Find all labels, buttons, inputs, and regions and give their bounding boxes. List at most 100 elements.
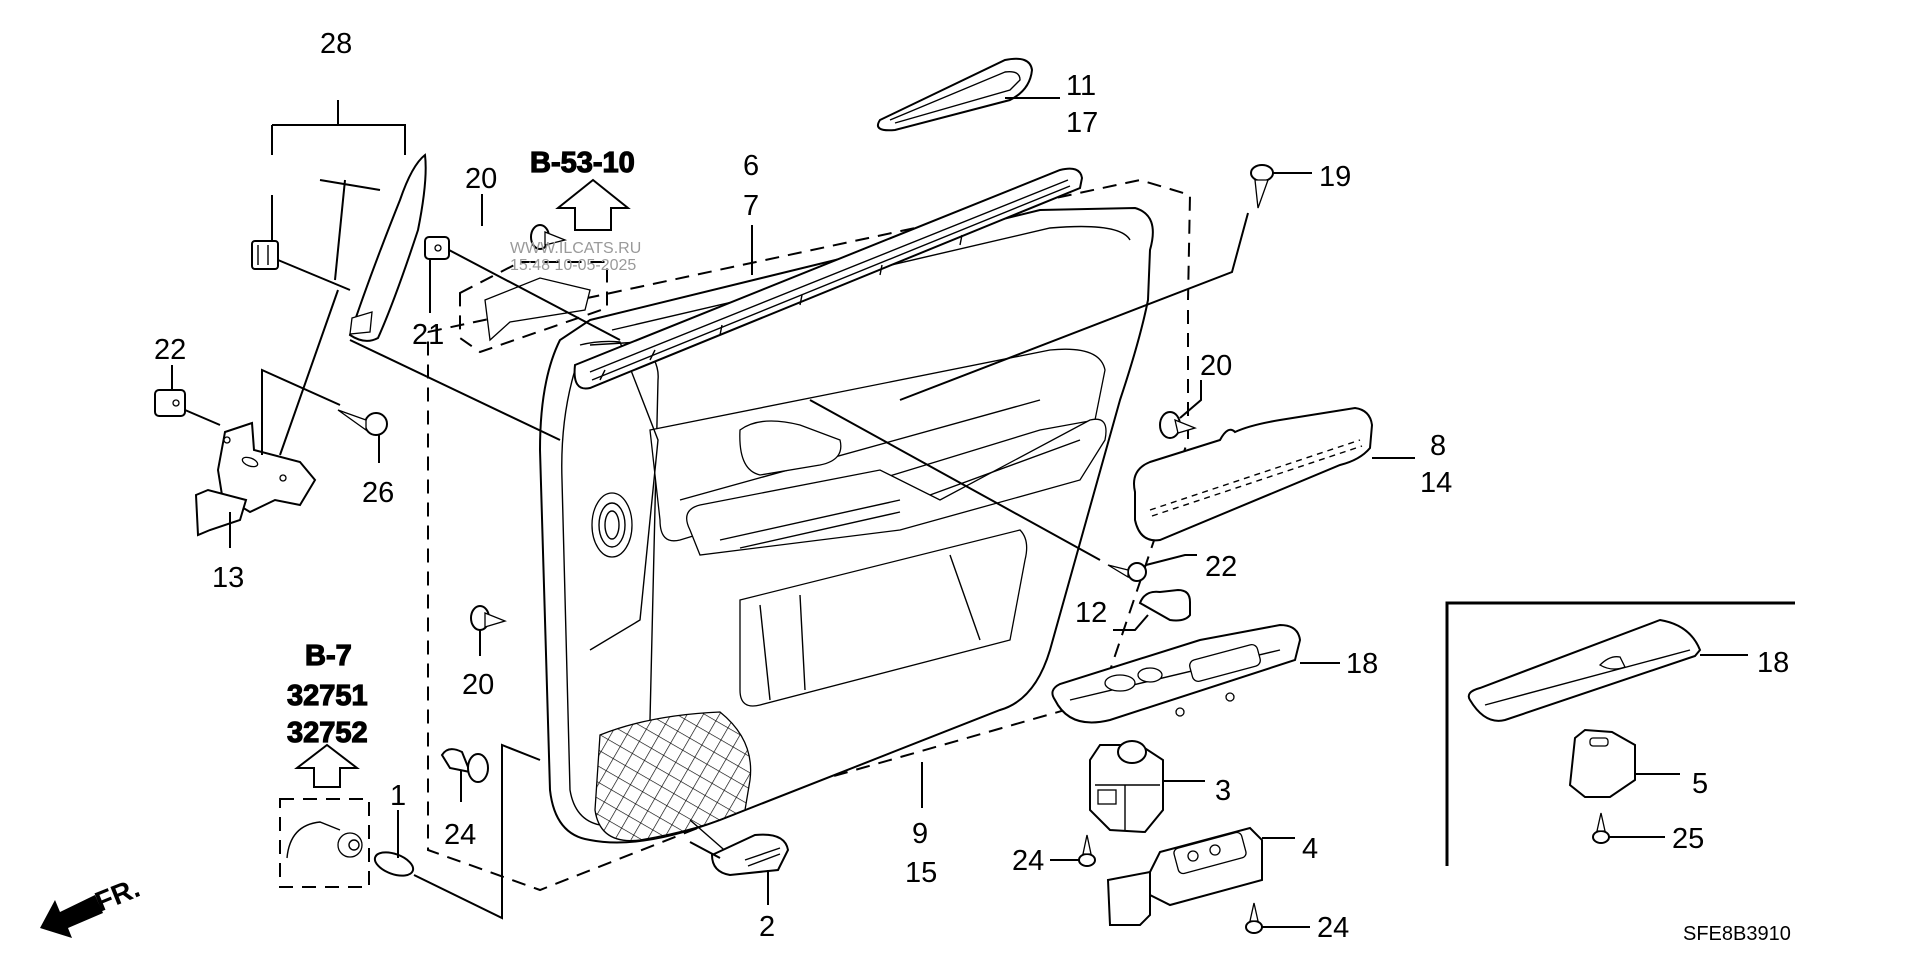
callout-2[interactable]: 2 xyxy=(759,911,775,943)
callout-20-right[interactable]: 20 xyxy=(1200,350,1232,382)
watermark: WWW.ILCATS.RU 15:48 10-05-2025 xyxy=(510,240,641,274)
callout-9-15[interactable]: 9 15 xyxy=(905,818,937,889)
svg-text:32752: 32752 xyxy=(287,717,368,749)
svg-text:24: 24 xyxy=(1317,912,1349,944)
callout-12[interactable]: 13 xyxy=(212,562,244,594)
screw-24-c[interactable] xyxy=(1592,812,1610,844)
switch-panel-group xyxy=(1445,601,1795,866)
callout-25[interactable]: 26 xyxy=(362,477,394,509)
clip-20-top[interactable] xyxy=(530,224,568,250)
screw-25[interactable] xyxy=(337,409,388,436)
svg-text:WWW.ILCATS.RU: WWW.ILCATS.RU xyxy=(510,240,641,257)
callout-21[interactable]: 22 xyxy=(1205,551,1237,583)
svg-text:20: 20 xyxy=(465,163,497,195)
callout-11-17[interactable]: 12 xyxy=(1075,597,1107,629)
clip-20-left[interactable] xyxy=(470,605,507,631)
svg-text:18: 18 xyxy=(1757,647,1789,679)
callout-6-7[interactable]: 6 7 xyxy=(743,150,759,222)
door-lining[interactable] xyxy=(427,178,1192,892)
callout-5[interactable]: 5 xyxy=(1692,768,1708,800)
front-arrow-icon xyxy=(40,895,103,938)
clip-23[interactable] xyxy=(440,748,489,783)
callout-18[interactable]: 18 18 xyxy=(1757,647,1789,679)
master-switch-panel[interactable] xyxy=(1051,623,1302,724)
svg-text:9: 9 xyxy=(912,818,928,850)
reference-b-53-10[interactable]: B-53-10 xyxy=(529,146,635,179)
svg-text:4: 4 xyxy=(1302,833,1318,865)
power-window-master-switch[interactable] xyxy=(1106,826,1263,926)
callout-24-c[interactable]: 25 xyxy=(1672,823,1704,855)
callout-24-b[interactable]: 24 xyxy=(1317,912,1349,944)
svg-text:6: 6 xyxy=(743,150,759,182)
speaker-icon xyxy=(591,492,633,558)
upper-trim-insert[interactable] xyxy=(876,57,1034,132)
svg-text:24: 24 xyxy=(444,819,476,851)
svg-text:14: 14 xyxy=(1420,467,1452,499)
diagram-code: SFE8B3910 xyxy=(1683,923,1791,945)
svg-text:B-53-10: B-53-10 xyxy=(530,147,635,179)
reference-b-7[interactable]: B-7 32751 32752 xyxy=(286,639,368,749)
svg-text:3: 3 xyxy=(1215,775,1231,807)
screw-21[interactable] xyxy=(1107,562,1147,582)
svg-text:22: 22 xyxy=(1205,551,1237,583)
callout-22-left[interactable]: 22 xyxy=(154,334,186,366)
screw-24-a[interactable] xyxy=(1078,834,1096,867)
callout-20-left[interactable]: 20 xyxy=(462,669,494,701)
svg-text:11: 11 xyxy=(1066,70,1096,102)
callout-10-16[interactable]: 11 17 xyxy=(1066,70,1098,139)
svg-text:26: 26 xyxy=(362,477,394,509)
callout-26-27[interactable]: 28 xyxy=(320,28,352,60)
door-weatherstrip[interactable] xyxy=(573,167,1084,390)
courtesy-light-lens[interactable] xyxy=(710,833,790,877)
svg-text:25: 25 xyxy=(1672,823,1704,855)
svg-text:8: 8 xyxy=(1430,430,1446,462)
nut-22-top[interactable] xyxy=(424,236,450,260)
svg-text:21: 21 xyxy=(412,319,444,351)
svg-text:20: 20 xyxy=(462,669,494,701)
svg-text:7: 7 xyxy=(743,190,759,222)
armrest[interactable] xyxy=(1133,406,1374,542)
bracket[interactable] xyxy=(194,421,317,537)
svg-text:1: 1 xyxy=(390,780,406,812)
svg-text:28: 28 xyxy=(320,28,352,60)
leader-lines xyxy=(171,97,1748,928)
callout-1[interactable]: 1 xyxy=(390,780,406,812)
screw-24-b[interactable] xyxy=(1245,902,1263,934)
clip-20-right[interactable] xyxy=(1159,411,1197,439)
screw-19[interactable] xyxy=(1250,164,1274,209)
svg-text:19: 19 xyxy=(1319,161,1351,193)
callout-3[interactable]: 3 xyxy=(1215,775,1231,807)
svg-text:20: 20 xyxy=(1200,350,1232,382)
svg-text:B-7: B-7 xyxy=(305,640,352,672)
clip-28[interactable] xyxy=(251,240,279,270)
svg-text:15:48 10-05-2025: 15:48 10-05-2025 xyxy=(510,257,636,274)
mirror-switch[interactable] xyxy=(1089,740,1164,834)
front-direction-indicator: FR. xyxy=(40,872,144,938)
svg-text:24: 24 xyxy=(1012,845,1044,877)
svg-text:22: 22 xyxy=(154,334,186,366)
callout-8-14[interactable]: 8 14 xyxy=(1420,430,1452,499)
svg-text:32751: 32751 xyxy=(287,680,368,712)
svg-text:17: 17 xyxy=(1066,107,1098,139)
svg-text:12: 12 xyxy=(1075,597,1107,629)
socket-ref-box xyxy=(279,798,370,888)
nut-22-left[interactable] xyxy=(154,389,186,417)
switch-panel[interactable] xyxy=(1467,618,1702,722)
power-window-switch[interactable] xyxy=(1568,728,1636,798)
callout-24-a[interactable]: 24 xyxy=(1012,845,1044,877)
callout-23[interactable]: 24 xyxy=(444,819,476,851)
callout-20-top[interactable]: 20 xyxy=(465,163,497,195)
svg-text:2: 2 xyxy=(759,911,775,943)
callout-19[interactable]: 19 xyxy=(1319,161,1351,193)
inner-handle-ref-box xyxy=(459,261,608,354)
svg-text:15: 15 xyxy=(905,857,937,889)
svg-text:13: 13 xyxy=(212,562,244,594)
switch-cap[interactable] xyxy=(1138,588,1191,622)
svg-text:18: 18 xyxy=(1346,648,1378,680)
bulb-1[interactable] xyxy=(372,848,416,880)
callout-13[interactable]: 18 xyxy=(1346,648,1378,680)
callout-22-top[interactable]: 21 xyxy=(412,319,444,351)
callout-4[interactable]: 4 xyxy=(1302,833,1318,865)
mirror-corner-garnish[interactable] xyxy=(348,153,427,342)
